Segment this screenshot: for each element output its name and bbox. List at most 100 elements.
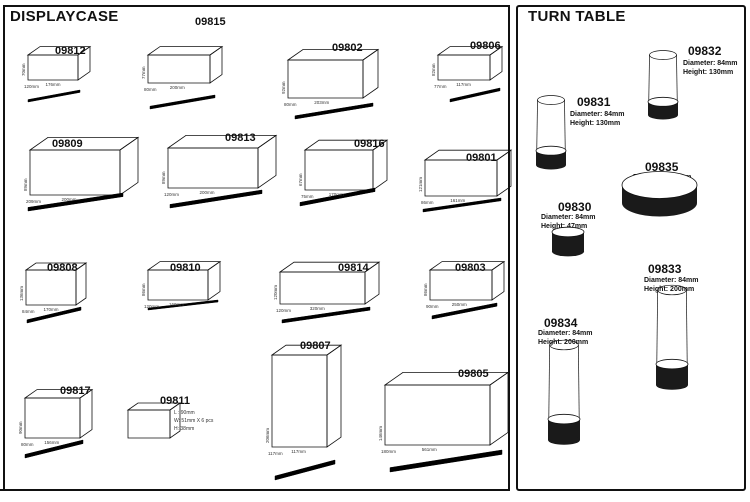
turntable-diameter: Diameter: 84mm [683,60,738,67]
case-length-label: 170mm [328,192,344,197]
displaycase-panel [3,5,510,491]
displaycase-code: 09805 [458,368,489,380]
case-base-edge [300,188,375,206]
displaycase-code: 09811 [160,395,190,407]
case-length-label: 200mm [61,197,77,202]
case-depth-label: 90mm [426,304,439,309]
base-top [535,145,567,156]
base-side [552,232,584,252]
base-bottom [656,380,688,390]
case-side [169,402,181,439]
case-base-edge [28,90,80,102]
case-side [77,45,91,81]
turntable-diameter: Diameter: 84mm [538,330,593,337]
case-length-label: 200mm [169,85,185,90]
case-base-edge [282,307,370,323]
base-top [647,96,679,107]
case-depth-label: 120mm [24,84,40,89]
case-length-label: 156mm [44,440,60,445]
case-side [362,48,379,99]
case-base-edge [432,303,497,319]
case-length-label: 200mm [199,190,215,195]
turntable-diameter: Diameter: 84mm [541,214,596,221]
case-side [79,388,93,439]
case-side [257,134,277,189]
glass-left [656,289,658,365]
case-length-label: 117mm [456,82,471,87]
base-side [656,364,688,385]
case-base-edge [275,460,335,480]
displaycase-code: 09815 [195,16,226,28]
case-spec-label: H: 38mm [174,426,195,432]
case-depth-label: 209mm [26,199,42,204]
case-base-edge [148,300,218,310]
displaycase-code: 09803 [455,262,486,274]
case-depth-label: 80mm [144,87,157,92]
turntable-height: Height: 200mm [538,339,589,346]
case-side [207,260,221,301]
case-length-label: 176mm [45,82,61,87]
turntable-code: 09830 [558,200,592,214]
case-side [489,45,503,81]
base-side [548,419,580,440]
case-spec-label: L : 90mm [174,410,195,416]
glass-right [564,99,566,151]
base-top [547,413,581,425]
case-side [364,261,380,305]
turntable-diameter: Diameter: 84mm [644,277,699,284]
case-depth-label: 80mm [21,442,34,447]
case-length-label: 250mm [451,302,467,307]
case-depth-label: 84mm [22,309,35,314]
glass-right [686,289,688,365]
displaycase-code: 09809 [52,138,83,150]
case-depth-label: 180mm [381,449,397,454]
case-depth-label: 120mm [164,192,180,197]
case-side [372,139,388,191]
case-depth-label: 77mm [434,84,447,89]
displaycase-code: 09808 [47,262,78,274]
case-length-label: 161mm [450,198,466,203]
displaycase-code: 09814 [338,262,369,274]
base-top [655,358,689,370]
turntable-code: 09832 [688,44,722,58]
case-depth-label: 86mm [421,200,434,205]
disc-top [621,171,698,199]
case-side [326,344,342,448]
turntable-code: 09831 [577,95,611,109]
case-side [491,260,505,301]
case-base-edge [423,198,501,212]
case-side [209,45,223,84]
case-base-edge [28,193,123,211]
base-bottom [552,246,584,257]
base-bottom [536,160,566,170]
turntable-code: 09833 [648,262,682,276]
case-base-edge [295,103,373,119]
case-depth-label: 80mm [284,102,297,107]
case-length-label: 160mm [169,302,185,307]
turntable-title: TURN TABLE [528,8,626,25]
turntable-code: 09834 [544,316,578,330]
base-top [551,226,585,238]
case-base-edge [25,440,83,458]
turntable-code: 09835 [645,160,679,174]
